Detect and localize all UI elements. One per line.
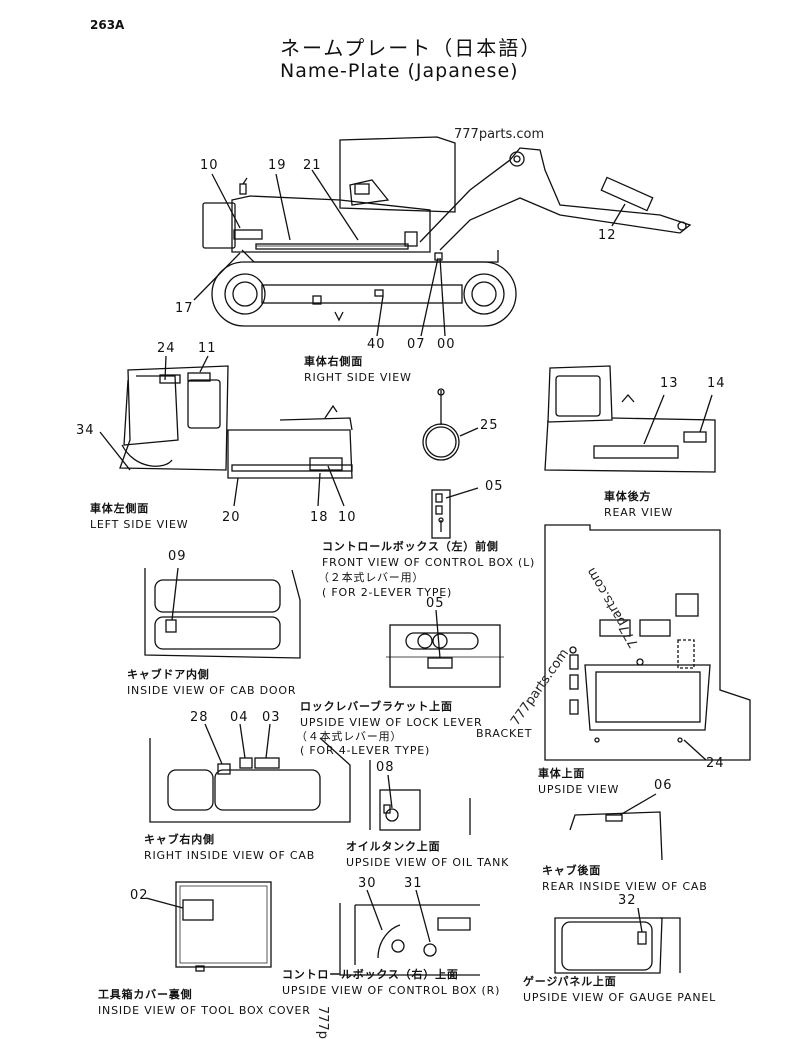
callout-14: 14 bbox=[707, 376, 726, 391]
control-box-left-drawing bbox=[431, 487, 479, 539]
callout-06: 06 bbox=[654, 778, 673, 793]
callout-10: 10 bbox=[338, 510, 357, 525]
tool-box-cover-drawing bbox=[145, 881, 272, 972]
callout-24: 24 bbox=[706, 756, 725, 771]
view-caption-jp: 車体上面 bbox=[538, 767, 586, 780]
view-caption-note-jp: （２本式レバー用） bbox=[318, 571, 425, 584]
view-caption-en: UPSIDE VIEW bbox=[538, 783, 620, 796]
view-caption-jp: キャブ後面 bbox=[542, 864, 601, 877]
view-caption-en: BRACKET bbox=[476, 727, 533, 740]
callout-13: 13 bbox=[660, 376, 679, 391]
callout-28: 28 bbox=[190, 710, 209, 725]
callout-05: 05 bbox=[485, 479, 504, 494]
view-caption-jp: コントロールボックス（左）前側 bbox=[322, 540, 499, 553]
right-inside-cab-drawing bbox=[149, 723, 351, 823]
view-caption-jp: ロックレバーブラケット上面 bbox=[300, 700, 453, 713]
callout-03: 03 bbox=[262, 710, 281, 725]
callout-40: 40 bbox=[367, 337, 386, 352]
callout-05: 05 bbox=[426, 596, 445, 611]
callout-34: 34 bbox=[76, 423, 95, 438]
view-caption-jp: 車体右側面 bbox=[304, 355, 363, 368]
callout-11: 11 bbox=[198, 341, 217, 356]
callout-30: 30 bbox=[358, 876, 377, 891]
view-caption-en: REAR VIEW bbox=[604, 506, 674, 519]
page-title-japanese: ネームプレート（日本語） bbox=[280, 36, 543, 60]
callout-07: 07 bbox=[407, 337, 426, 352]
view-caption-en: UPSIDE VIEW OF GAUGE PANEL bbox=[523, 991, 717, 1004]
watermark-text: 777p bbox=[315, 1005, 331, 1039]
callout-04: 04 bbox=[230, 710, 249, 725]
view-caption-en: INSIDE VIEW OF TOOL BOX COVER bbox=[98, 1004, 311, 1017]
upside-view-drawing bbox=[544, 524, 751, 761]
view-caption-en: RIGHT INSIDE VIEW OF CAB bbox=[144, 849, 316, 862]
callout-10: 10 bbox=[200, 158, 219, 173]
callout-20: 20 bbox=[222, 510, 241, 525]
watermark-text: 777parts.com bbox=[454, 127, 545, 142]
callout-24: 24 bbox=[157, 341, 176, 356]
view-caption-en: LEFT SIDE VIEW bbox=[90, 518, 189, 531]
view-caption-jp: 車体左側面 bbox=[90, 502, 149, 515]
view-caption-jp: オイルタンク上面 bbox=[346, 840, 441, 853]
cab-door-drawing bbox=[144, 567, 301, 659]
excavator-left-side-drawing bbox=[99, 355, 353, 507]
view-caption-en: RIGHT SIDE VIEW bbox=[304, 371, 412, 384]
gauge-panel-drawing bbox=[554, 907, 681, 974]
view-caption-en: FRONT VIEW OF CONTROL BOX (L) bbox=[322, 556, 536, 569]
callout-31: 31 bbox=[404, 876, 423, 891]
callout-17: 17 bbox=[175, 301, 194, 316]
tag-25-drawing bbox=[422, 388, 479, 461]
callout-19: 19 bbox=[268, 158, 287, 173]
view-caption-en: UPSIDE VIEW OF OIL TANK bbox=[346, 856, 510, 869]
lock-lever-bracket-drawing bbox=[386, 609, 504, 688]
callout-12: 12 bbox=[598, 228, 617, 243]
rear-cab-drawing bbox=[569, 793, 663, 861]
view-caption-en: UPSIDE VIEW OF CONTROL BOX (R) bbox=[282, 984, 501, 997]
view-caption-en: UPSIDE VIEW OF LOCK LEVER bbox=[300, 716, 483, 729]
view-caption-jp: コントロールボックス（右）上面 bbox=[282, 968, 459, 981]
view-caption-jp: 車体後方 bbox=[604, 490, 652, 503]
callout-00: 00 bbox=[437, 337, 456, 352]
view-caption-en: REAR INSIDE VIEW OF CAB bbox=[542, 880, 708, 893]
control-box-right-drawing bbox=[339, 889, 480, 976]
callout-08: 08 bbox=[376, 760, 395, 775]
view-caption-note-en: ( FOR 2-LEVER TYPE) bbox=[322, 586, 453, 599]
callout-21: 21 bbox=[303, 158, 322, 173]
view-caption-jp: ゲージパネル上面 bbox=[523, 975, 617, 988]
view-caption-en: INSIDE VIEW OF CAB DOOR bbox=[127, 684, 297, 697]
page-code: 263A bbox=[90, 18, 125, 32]
callout-32: 32 bbox=[618, 893, 637, 908]
excavator-right-side-drawing bbox=[193, 136, 692, 337]
oil-tank-drawing bbox=[369, 760, 471, 835]
view-caption-note-en: ( FOR 4-LEVER TYPE) bbox=[300, 744, 431, 757]
view-caption-note-jp: （４本式レバー用） bbox=[296, 730, 403, 743]
view-caption-jp: 工具箱カバー裏側 bbox=[98, 988, 193, 1001]
view-caption-jp: キャブ右内側 bbox=[144, 833, 215, 846]
page-title-english: Name-Plate (Japanese) bbox=[280, 60, 519, 82]
callout-25: 25 bbox=[480, 418, 499, 433]
view-caption-jp: キャブドア内側 bbox=[127, 668, 210, 681]
callout-18: 18 bbox=[310, 510, 329, 525]
callout-09: 09 bbox=[168, 549, 187, 564]
excavator-rear-drawing bbox=[544, 365, 716, 473]
callout-02: 02 bbox=[130, 888, 149, 903]
